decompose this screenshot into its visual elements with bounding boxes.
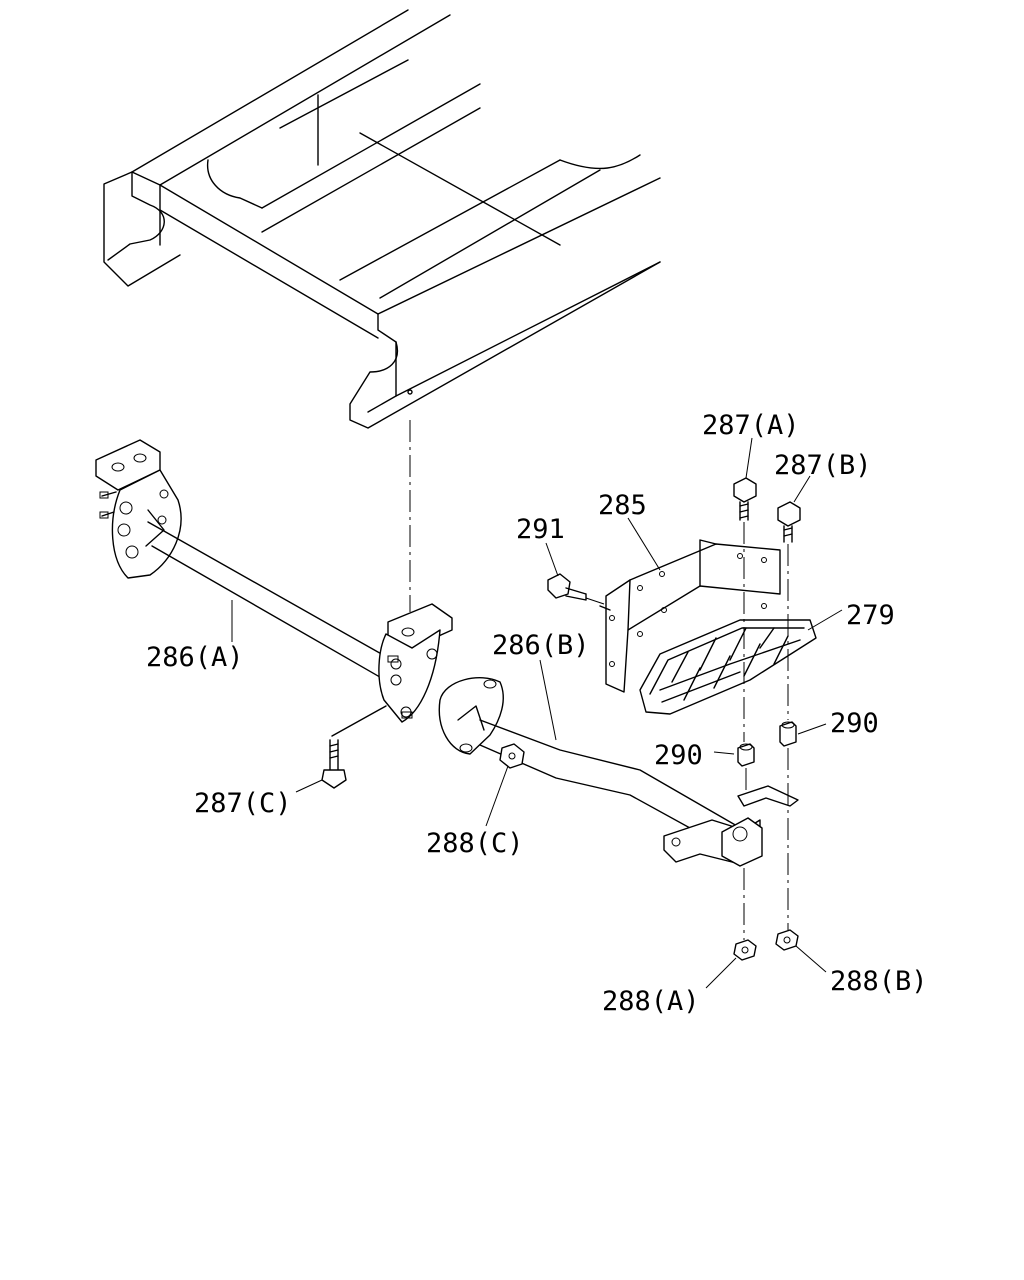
- label-291: 291: [516, 514, 565, 545]
- label-288c: 288(C): [426, 828, 524, 859]
- leader-lines: [231, 437, 843, 989]
- label-286a: 286(A): [146, 642, 244, 673]
- part-286a-step-tube: [95, 439, 453, 723]
- label-286b: 286(B): [492, 630, 590, 661]
- part-288b-nut: [775, 929, 799, 951]
- label-290-right: 290: [830, 708, 879, 739]
- part-287c-bolt: [321, 705, 387, 789]
- part-290-spacer-left: [737, 743, 755, 790]
- part-285-step-bracket: [599, 539, 781, 693]
- frame-rail-assembly: [103, 9, 661, 429]
- part-279-step-plate: [639, 619, 817, 715]
- label-285: 285: [598, 490, 647, 521]
- part-290-spacer-right: [779, 721, 797, 930]
- part-291-bolt: [547, 573, 605, 605]
- label-287b: 287(B): [774, 450, 872, 481]
- label-279: 279: [846, 600, 895, 631]
- label-287c: 287(C): [194, 788, 292, 819]
- label-288b: 288(B): [830, 966, 928, 997]
- label-287a: 287(A): [702, 410, 800, 441]
- part-287b-bolt: [777, 501, 801, 720]
- part-287a-bolt: [733, 477, 757, 742]
- part-288c-nut: [499, 743, 525, 769]
- label-288a: 288(A): [602, 986, 700, 1017]
- label-290-left: 290: [654, 740, 703, 771]
- part-288a-nut: [733, 939, 757, 961]
